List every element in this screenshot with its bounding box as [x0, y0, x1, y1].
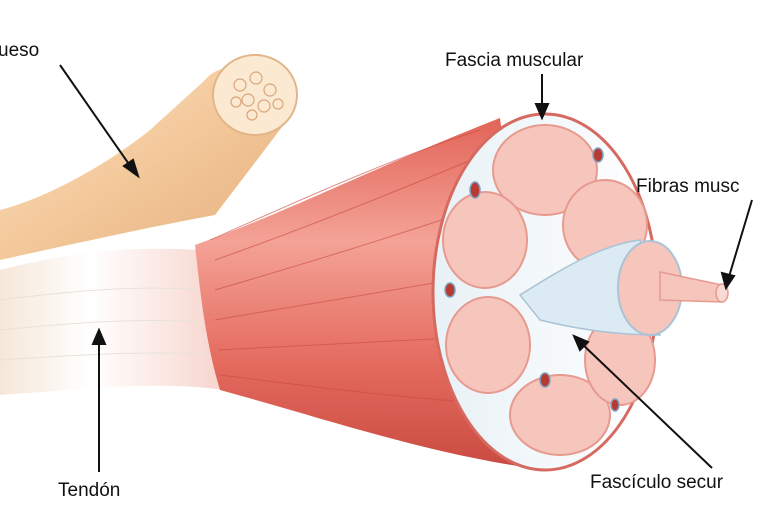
leader-lines: [59, 64, 753, 472]
label-fascia-muscular: Fascia muscular: [445, 50, 584, 71]
bone-spongy-texture: [230, 71, 284, 121]
label-fasciculo-secundario: Fascículo secur: [590, 472, 724, 493]
fascicle-upper-left: [442, 191, 528, 289]
bone-cross-section: [212, 54, 298, 136]
bone: [0, 54, 298, 261]
fascicle-top: [492, 124, 598, 216]
fascicle-bottom: [509, 374, 611, 456]
extended-fascicle: [518, 239, 683, 336]
fasciculo-leader: [579, 341, 713, 469]
tendon-fibers: [0, 287, 216, 361]
label-tendon: Tendón: [58, 480, 121, 501]
label-hueso: ueso: [0, 40, 40, 61]
hueso-leader: [59, 64, 134, 171]
fascicle-lower-left: [445, 296, 531, 394]
fibras-leader: [727, 199, 753, 281]
tendon: [0, 248, 225, 395]
fascicles: [442, 124, 656, 456]
blood-vessels: [444, 147, 620, 412]
label-fibras-musculares: Fibras musc: [636, 176, 740, 197]
muscle-fiber: [659, 271, 729, 303]
